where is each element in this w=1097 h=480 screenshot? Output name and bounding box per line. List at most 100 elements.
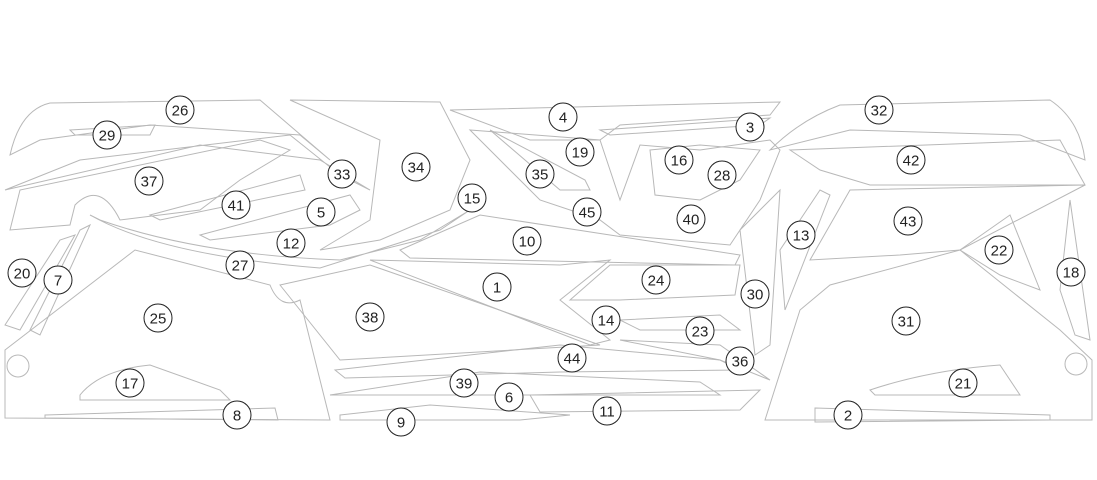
part-label-9: 9 [386, 407, 416, 437]
part-label-29: 29 [92, 120, 122, 150]
part-number: 7 [54, 273, 62, 290]
part-number: 5 [317, 205, 325, 222]
part-label-25: 25 [143, 303, 173, 333]
part-label-19: 19 [565, 137, 595, 167]
part-label-36: 36 [725, 346, 755, 376]
part-number: 16 [671, 153, 688, 170]
part-label-6: 6 [494, 382, 524, 412]
part-circle [401, 152, 431, 182]
part-circle [512, 226, 542, 256]
part-circle [449, 368, 479, 398]
part-label-3: 3 [735, 112, 765, 142]
part-label-2: 2 [833, 400, 863, 430]
part-outlines [4, 99, 1093, 423]
part-label-7: 7 [43, 265, 73, 295]
part-circle [896, 145, 926, 175]
part-label-42: 42 [896, 145, 926, 175]
part-number: 38 [362, 310, 379, 327]
part-number: 6 [505, 390, 513, 407]
part-label-14: 14 [591, 305, 621, 335]
part-number: 26 [172, 103, 189, 120]
part-circle [664, 145, 694, 175]
part-label-34: 34 [401, 152, 431, 182]
part-number: 1 [493, 280, 501, 297]
part-circle [572, 197, 602, 227]
part-circle [592, 396, 622, 426]
part-circle [327, 159, 357, 189]
part-number: 36 [732, 354, 749, 371]
part-number: 32 [871, 103, 888, 120]
part-label-1: 1 [482, 272, 512, 302]
part-number: 29 [99, 128, 116, 145]
part-label-30: 30 [740, 279, 770, 309]
part-circle [386, 407, 416, 437]
part-label-8: 8 [222, 400, 252, 430]
part-label-32: 32 [864, 95, 894, 125]
part-circle [641, 265, 671, 295]
part-label-12: 12 [276, 228, 306, 258]
part-circle [948, 368, 978, 398]
part-number: 43 [900, 214, 917, 231]
part-circle [221, 190, 251, 220]
part-circle [143, 303, 173, 333]
part-number: 4 [559, 110, 567, 127]
part-label-38: 38 [355, 302, 385, 332]
part-number: 15 [464, 191, 481, 208]
part-number: 8 [233, 408, 241, 425]
part-label-44: 44 [557, 343, 587, 373]
part-circle [115, 368, 145, 398]
part-number: 12 [283, 236, 300, 253]
part-label-17: 17 [115, 368, 145, 398]
part-number: 31 [898, 314, 915, 331]
part-circle [548, 102, 578, 132]
part-label-15: 15 [457, 183, 487, 213]
part-number: 18 [1063, 265, 1080, 282]
part-number: 23 [692, 324, 709, 341]
part-number: 39 [456, 376, 473, 393]
part-circle [457, 183, 487, 213]
part-circle [725, 346, 755, 376]
part-number: 41 [228, 198, 245, 215]
part-label-27: 27 [225, 250, 255, 280]
part-number: 2 [844, 408, 852, 425]
part-label-43: 43 [893, 206, 923, 236]
part-circle [494, 382, 524, 412]
part-circle [276, 228, 306, 258]
part-number: 40 [683, 212, 700, 229]
part-number: 35 [532, 167, 549, 184]
part-label-4: 4 [548, 102, 578, 132]
part-circle [92, 120, 122, 150]
part-number: 10 [519, 234, 536, 251]
part-number: 44 [564, 351, 581, 368]
part-circle [482, 272, 512, 302]
part-number: 24 [648, 273, 665, 290]
part-number: 42 [903, 153, 920, 170]
part-label-35: 35 [525, 159, 555, 189]
part-label-23: 23 [685, 316, 715, 346]
part-number: 13 [793, 228, 810, 245]
part-number: 27 [232, 258, 249, 275]
part-circle [833, 400, 863, 430]
part-number: 45 [579, 205, 596, 222]
part-label-5: 5 [306, 197, 336, 227]
part-number: 33 [334, 167, 351, 184]
part-label-41: 41 [221, 190, 251, 220]
part-circle [864, 95, 894, 125]
part-circle [740, 279, 770, 309]
part-label-37: 37 [134, 166, 164, 196]
part-number: 28 [714, 168, 731, 185]
part-circle [565, 137, 595, 167]
part-number: 11 [599, 404, 615, 421]
part-number: 37 [141, 174, 158, 191]
part-label-21: 21 [948, 368, 978, 398]
part-label-39: 39 [449, 368, 479, 398]
part-number: 25 [150, 311, 167, 328]
part-circle [893, 206, 923, 236]
part-label-22: 22 [984, 235, 1014, 265]
part-circle [134, 166, 164, 196]
part-number: 9 [397, 415, 405, 432]
part-number: 14 [598, 313, 615, 330]
part-circle [591, 305, 621, 335]
part-label-31: 31 [891, 306, 921, 336]
part-circle [525, 159, 555, 189]
